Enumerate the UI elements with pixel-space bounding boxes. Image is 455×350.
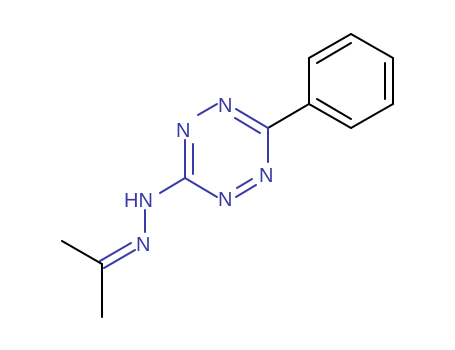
bond [350, 103, 394, 129]
atom-label-n: N [259, 165, 273, 187]
phenyl-ring [308, 33, 394, 129]
methyl-bond-left [61, 240, 103, 265]
bond [308, 33, 352, 59]
bond [235, 108, 269, 129]
bond [184, 177, 218, 198]
biaryl-bond [267, 103, 310, 129]
atom-label-hn: HN [124, 190, 153, 212]
double-bond-inner [234, 117, 261, 134]
atom-label-n: N [136, 234, 150, 256]
n-c-double-bond [103, 249, 136, 269]
tetrazine-ring [184, 103, 269, 198]
c-nh-bond [159, 177, 186, 194]
double-bond-inner [236, 178, 253, 189]
bond [308, 103, 352, 129]
atom-label-n: N [176, 120, 190, 142]
n-c-double-bond-inner [99, 242, 132, 262]
double-bond-inner [316, 42, 352, 64]
bond [197, 103, 218, 116]
atom-label-n: N [218, 95, 232, 117]
atom-label-n: N [218, 189, 232, 211]
double-bond-inner [316, 98, 352, 120]
bond [350, 33, 394, 59]
bond [235, 184, 257, 198]
